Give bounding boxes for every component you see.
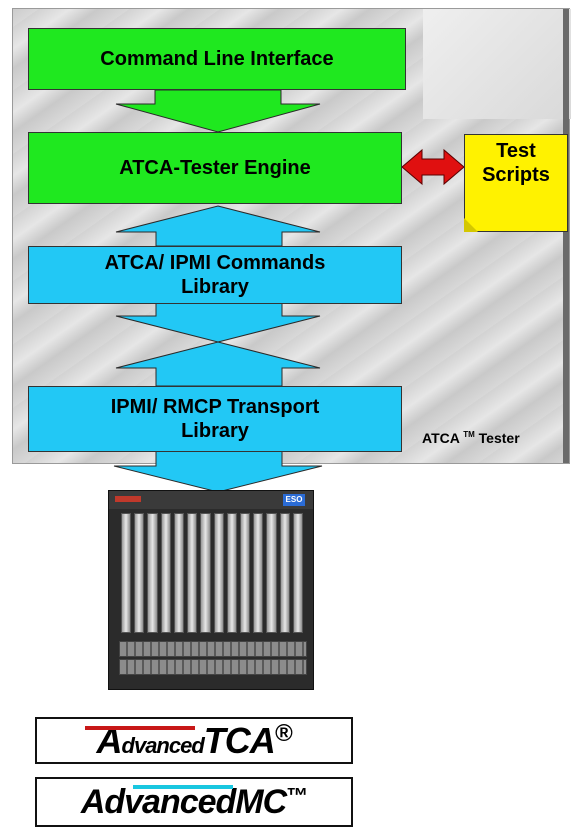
atca-ipmi-commands-library-box: ATCA/ IPMI Commands Library xyxy=(28,246,402,304)
chassis-slot xyxy=(253,513,264,633)
chassis-badge: ESO xyxy=(283,494,305,506)
chassis-slot xyxy=(200,513,211,633)
chassis-slot xyxy=(121,513,132,633)
command-line-interface-label: Command Line Interface xyxy=(100,48,334,70)
chassis-slot xyxy=(266,513,277,633)
transport-label-line2: Library xyxy=(181,420,249,442)
chassis-slot xyxy=(160,513,171,633)
transport-label-line1: IPMI/ RMCP Transport xyxy=(110,396,320,418)
advanced-tca-logo: AdvancedTCA® xyxy=(35,717,353,764)
caption-tm: TM xyxy=(463,430,475,439)
caption-suffix: Tester xyxy=(478,430,520,446)
atca-tester-engine-label: ATCA-Tester Engine xyxy=(119,157,311,179)
caption-name: ATCA xyxy=(422,430,460,446)
commands-label-line1: ATCA/ IPMI Commands xyxy=(104,252,326,274)
chassis-slot xyxy=(213,513,224,633)
atca-tester-caption: ATCA TM Tester xyxy=(422,430,520,446)
chassis-slot xyxy=(292,513,304,633)
arrow-commands-transport xyxy=(115,301,321,387)
advanced-mc-logo: AdvancedMC™ xyxy=(35,777,353,827)
chassis-fan-tray xyxy=(119,641,307,657)
panel-highlight xyxy=(423,9,571,119)
arrow-cli-to-engine xyxy=(115,89,321,133)
chassis-slot xyxy=(147,513,158,633)
chassis-slot xyxy=(239,513,251,633)
test-scripts-note: Test Scripts xyxy=(464,134,568,232)
ipmi-rmcp-transport-library-box: IPMI/ RMCP Transport Library xyxy=(28,386,402,452)
atca-tester-engine-box: ATCA-Tester Engine xyxy=(28,132,402,204)
chassis-slot xyxy=(173,513,185,633)
note-fold-corner xyxy=(464,218,478,232)
chassis-fan-tray xyxy=(119,659,307,675)
chassis-slot xyxy=(187,513,198,633)
advanced-mc-cyan-swoosh xyxy=(133,785,233,789)
atca-chassis-image: ESO xyxy=(108,490,314,690)
chassis-brand-mark xyxy=(115,496,141,502)
chassis-slot xyxy=(226,513,237,633)
command-line-interface-box: Command Line Interface xyxy=(28,28,406,90)
test-scripts-line1: Test xyxy=(496,140,536,162)
arrow-engine-commands xyxy=(115,205,321,247)
commands-label-line2: Library xyxy=(181,276,249,298)
advanced-tca-red-swoosh xyxy=(85,726,195,730)
advanced-tca-wordmark: AdvancedTCA® xyxy=(96,719,293,761)
arrow-engine-scripts xyxy=(401,148,465,186)
chassis-top-bar: ESO xyxy=(109,491,313,509)
chassis-slots xyxy=(121,513,304,633)
arrow-transport-to-chassis xyxy=(113,449,323,493)
chassis-slot xyxy=(134,513,145,633)
test-scripts-line2: Scripts xyxy=(482,164,550,186)
chassis-slot xyxy=(279,513,290,633)
